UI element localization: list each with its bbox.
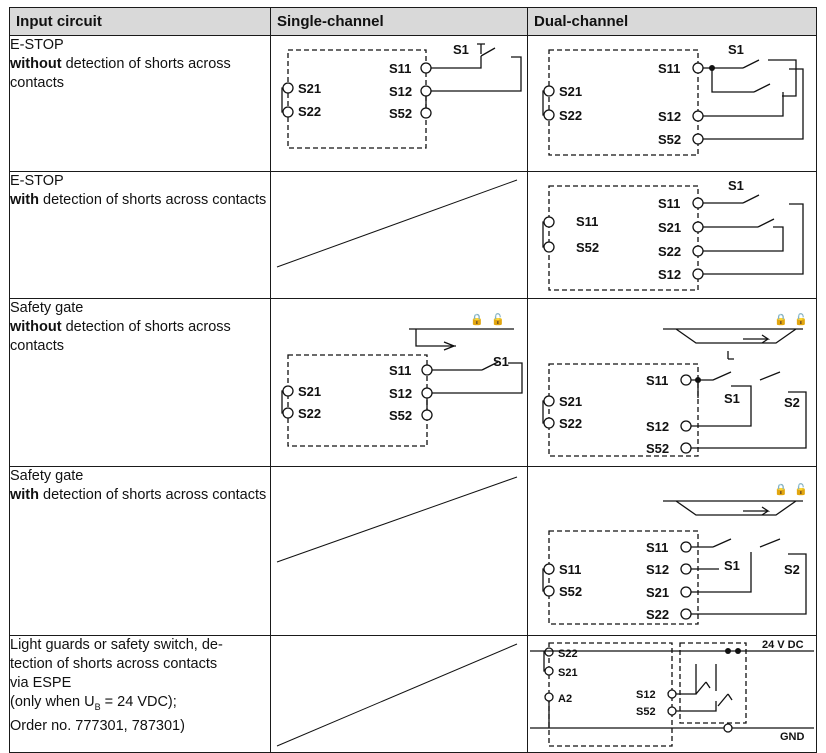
- svg-text:S52: S52: [658, 132, 681, 147]
- header-dual-channel: Dual-channel: [527, 7, 817, 36]
- input-circuit-table: Input circuit Single-channel Dual-channe…: [9, 7, 817, 753]
- row-description: Light guards or safety switch, de- tecti…: [9, 635, 271, 753]
- lock-closed-icon: 🔒: [774, 483, 788, 496]
- header-single-channel: Single-channel: [270, 7, 528, 36]
- svg-text:S2: S2: [784, 395, 800, 410]
- svg-text:S22: S22: [559, 108, 582, 123]
- svg-text:S12: S12: [646, 419, 669, 434]
- circuit-line: via ESPE: [10, 675, 72, 691]
- dual-channel-diagram: 🔒 🔓 S11 S52 S11 S12 S21 S22 S1 S2: [527, 466, 817, 636]
- svg-text:S1: S1: [728, 42, 744, 57]
- svg-text:S12: S12: [646, 562, 669, 577]
- lock-closed-icon: 🔒: [470, 313, 484, 326]
- svg-text:S21: S21: [298, 384, 321, 399]
- svg-text:S11: S11: [646, 373, 668, 388]
- svg-text:S21: S21: [559, 394, 582, 409]
- label-s11: S11: [389, 61, 411, 76]
- circuit-name: Safety gate: [10, 468, 84, 484]
- svg-text:S52: S52: [636, 706, 656, 718]
- single-channel-not-applicable: [270, 466, 528, 636]
- circuit-name: E-STOP: [10, 37, 64, 53]
- row-description: E-STOP with detection of shorts across c…: [9, 171, 271, 299]
- svg-text:S11: S11: [389, 363, 411, 378]
- svg-text:S12: S12: [389, 386, 412, 401]
- svg-text:S22: S22: [646, 607, 669, 622]
- svg-text:S21: S21: [646, 585, 669, 600]
- header-row: Input circuit Single-channel Dual-channe…: [9, 7, 817, 36]
- svg-text:S22: S22: [298, 406, 321, 421]
- svg-text:S1: S1: [728, 178, 744, 193]
- single-channel-not-applicable: [270, 635, 528, 753]
- svg-text:S12: S12: [658, 267, 681, 282]
- circuit-detail: without detection of shorts across conta…: [10, 56, 231, 91]
- row-description: Safety gate without detection of shorts …: [9, 298, 271, 467]
- table-row: Safety gate without detection of shorts …: [9, 298, 817, 467]
- circuit-line: tection of shorts across contacts: [10, 656, 218, 672]
- circuit-detail: with detection of shorts across contacts: [10, 487, 267, 503]
- label-s12: S12: [389, 84, 412, 99]
- circuit-detail: without detection of shorts across conta…: [10, 319, 231, 354]
- label-s52: S52: [389, 106, 412, 121]
- svg-text:S12: S12: [636, 689, 656, 701]
- table-row: E-STOP without detection of shorts acros…: [9, 35, 817, 172]
- svg-text:24 V DC: 24 V DC: [762, 639, 804, 651]
- circuit-name: Safety gate: [10, 300, 84, 316]
- label-s22: S22: [298, 104, 321, 119]
- table-row: Light guards or safety switch, de- tecti…: [9, 635, 817, 753]
- dual-channel-diagram: S22 S21 S12 A2 S12 S52 24 V DC GND: [527, 635, 817, 753]
- svg-text:S21: S21: [559, 84, 582, 99]
- dual-channel-diagram: 🔒 🔓 S21 S22 S11 S12 S52 S1 S2: [527, 298, 817, 467]
- header-input-circuit: Input circuit: [9, 7, 271, 36]
- svg-text:S1: S1: [724, 558, 740, 573]
- svg-text:S21: S21: [558, 667, 578, 679]
- single-channel-not-applicable: [270, 171, 528, 299]
- svg-text:S22: S22: [558, 648, 578, 660]
- dual-channel-diagram: S21 S22 S11 S12 S52 S1: [527, 35, 817, 172]
- svg-text:S1: S1: [724, 391, 740, 406]
- svg-text:S52: S52: [576, 240, 599, 255]
- dual-channel-diagram: S11 S52 S11 S21 S22 S12 S1: [527, 171, 817, 299]
- svg-text:S11: S11: [559, 562, 581, 577]
- svg-text:S22: S22: [658, 244, 681, 259]
- svg-text:A2: A2: [558, 693, 572, 705]
- circuit-line: Light guards or safety switch, de-: [10, 637, 223, 653]
- svg-text:S52: S52: [646, 441, 669, 456]
- svg-text:S11: S11: [576, 214, 598, 229]
- svg-text:S11: S11: [658, 61, 680, 76]
- svg-text:GND: GND: [780, 731, 805, 743]
- svg-text:S2: S2: [784, 562, 800, 577]
- circuit-detail: with detection of shorts across contacts: [10, 192, 267, 208]
- row-description: Safety gate with detection of shorts acr…: [9, 466, 271, 636]
- order-number: Order no. 777301, 787301): [10, 717, 185, 734]
- svg-text:S52: S52: [559, 584, 582, 599]
- label-s1: S1: [453, 42, 469, 57]
- svg-text:S12: S12: [658, 109, 681, 124]
- lock-open-icon: 🔓: [491, 313, 505, 326]
- svg-text:S1: S1: [493, 354, 509, 369]
- lock-closed-icon: 🔒: [774, 313, 788, 326]
- svg-text:S22: S22: [559, 416, 582, 431]
- svg-text:S21: S21: [658, 220, 681, 235]
- row-description: E-STOP without detection of shorts acros…: [9, 35, 271, 172]
- single-channel-diagram: 🔒 🔓 S21 S22 S11 S12 S52 S1: [270, 298, 528, 467]
- label-s21: S21: [298, 81, 321, 96]
- single-channel-diagram: S21 S22 S11 S12 S52 S1: [270, 35, 528, 172]
- lock-open-icon: 🔓: [794, 483, 808, 496]
- circuit-condition: (only when UB = 24 VDC);: [10, 694, 177, 712]
- table-row: Safety gate with detection of shorts acr…: [9, 466, 817, 636]
- svg-text:S52: S52: [389, 408, 412, 423]
- lock-open-icon: 🔓: [794, 313, 808, 326]
- table-row: E-STOP with detection of shorts across c…: [9, 171, 817, 299]
- circuit-name: E-STOP: [10, 173, 64, 189]
- svg-text:S11: S11: [658, 196, 680, 211]
- svg-text:S11: S11: [646, 540, 668, 555]
